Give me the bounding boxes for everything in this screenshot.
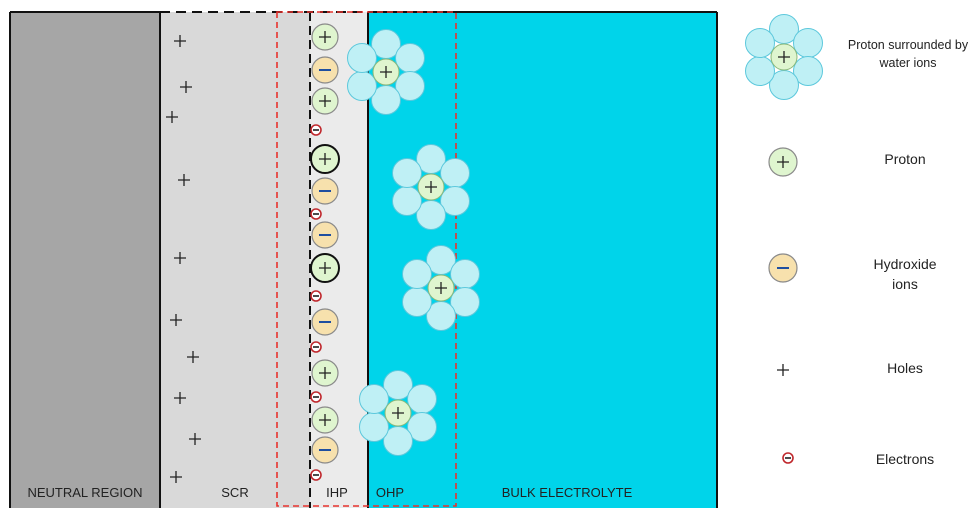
- hydroxide-ion: [312, 437, 338, 463]
- legend-label-proton-surrounded: Proton surrounded by water ions: [842, 36, 974, 72]
- electron: [311, 470, 321, 480]
- legend-label-electrons: Electrons: [850, 449, 960, 469]
- hydroxide-ion: [312, 222, 338, 248]
- ohp-label: OHP: [376, 485, 404, 500]
- legend-proton-icon: [769, 148, 797, 176]
- proton: [312, 24, 338, 50]
- legend-label-proton: Proton: [850, 149, 960, 169]
- hydroxide-ion: [312, 178, 338, 204]
- proton: [312, 88, 338, 114]
- electron: [311, 342, 321, 352]
- electron: [311, 209, 321, 219]
- legend-hydroxide-icon: [769, 254, 797, 282]
- electron: [311, 125, 321, 135]
- legend-electron-icon: [783, 453, 793, 463]
- scr-label: SCR: [221, 485, 248, 500]
- hydroxide-ion: [312, 309, 338, 335]
- neutral-region-label: NEUTRAL REGION: [27, 485, 142, 500]
- proton: [312, 360, 338, 386]
- legend-label-hydroxide: Hydroxide ions: [862, 254, 948, 294]
- neutral-region-area: [10, 12, 160, 508]
- bulk-electrolyte-label: BULK ELECTROLYTE: [502, 485, 633, 500]
- legend-hole-icon: [777, 364, 789, 376]
- electron: [311, 291, 321, 301]
- hydroxide-ion: [312, 57, 338, 83]
- ihp-label: IHP: [326, 485, 348, 500]
- legend-label-holes: Holes: [850, 358, 960, 378]
- proton: [312, 407, 338, 433]
- legend-solvated-proton-icon: [746, 15, 823, 100]
- proton: [311, 145, 339, 173]
- electron: [311, 392, 321, 402]
- proton: [311, 254, 339, 282]
